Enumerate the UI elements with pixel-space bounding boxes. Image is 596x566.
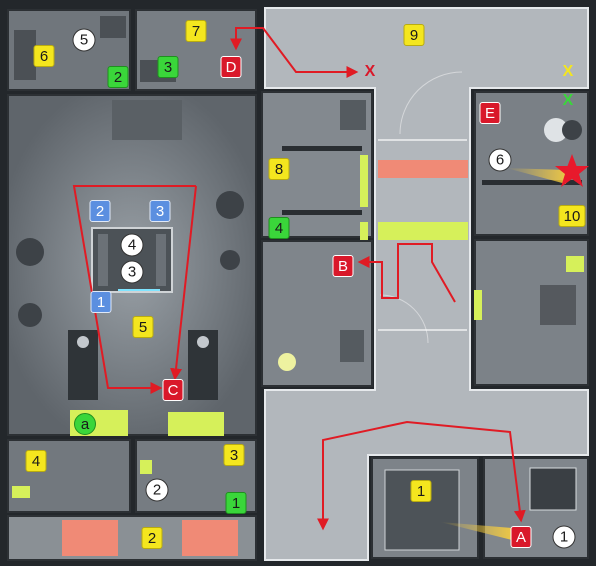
red-x-mark: X (364, 63, 376, 80)
red-marker-c: C (162, 379, 184, 401)
route-d (230, 27, 359, 78)
machine-light (197, 336, 209, 348)
reinforced-wall (140, 460, 152, 474)
reinforced-wall (566, 256, 584, 272)
yellow-marker-2: 2 (141, 527, 163, 549)
shelf (98, 234, 108, 286)
blue-marker-3: 3 (149, 200, 171, 222)
camera-beam (506, 168, 566, 184)
white-marker-1: 1 (552, 525, 576, 549)
bed (529, 467, 577, 511)
route-b (357, 243, 456, 303)
red-marker-d: D (220, 56, 242, 78)
red-marker-e: E (479, 102, 501, 124)
cylinder (562, 120, 582, 140)
reinforced-wall (474, 290, 482, 320)
cylinder (16, 238, 44, 266)
breach-wall (378, 160, 468, 178)
green-circle-marker-a: a (74, 413, 96, 435)
white-marker-5: 5 (72, 28, 96, 52)
furniture (340, 100, 366, 130)
reinforced-wall (360, 155, 368, 207)
yellow-marker-5: 5 (132, 316, 154, 338)
corridor-9 (264, 7, 589, 561)
yellow-marker-4: 4 (25, 450, 47, 472)
yellow-marker-3: 3 (223, 444, 245, 466)
console (112, 100, 182, 140)
furniture (340, 330, 364, 362)
cylinder (18, 303, 42, 327)
white-marker-3: 3 (120, 260, 144, 284)
shelf (156, 234, 166, 286)
counter (282, 210, 362, 215)
counter (482, 180, 582, 185)
breach-wall (182, 520, 238, 556)
white-marker-6: 6 (488, 148, 512, 172)
reinforced-wall (12, 486, 30, 498)
white-marker-4: 4 (120, 233, 144, 257)
reinforced-wall (168, 412, 224, 436)
cylinder (544, 118, 568, 142)
yellow-marker-6: 6 (33, 45, 55, 67)
red-marker-a: A (510, 526, 532, 548)
furniture (540, 285, 576, 325)
green-marker-1: 1 (225, 492, 247, 514)
route-c-right (170, 185, 197, 381)
furniture (100, 16, 126, 38)
lamp (278, 353, 296, 371)
star-icon (555, 154, 589, 187)
door-arc (399, 71, 463, 135)
yellow-x-mark: X (562, 63, 574, 80)
blue-marker-1: 1 (90, 291, 112, 313)
counter (282, 146, 362, 151)
yellow-marker-8: 8 (268, 158, 290, 180)
breach-wall (62, 520, 118, 556)
yellow-marker-10: 10 (558, 205, 586, 227)
green-marker-4: 4 (268, 217, 290, 239)
green-marker-3: 3 (157, 56, 179, 78)
white-marker-2: 2 (145, 478, 169, 502)
red-marker-b: B (332, 255, 354, 277)
machine-light (77, 336, 89, 348)
blue-marker-2: 2 (89, 200, 111, 222)
route-c-left (72, 185, 196, 394)
reinforced-wall (378, 222, 468, 240)
yellow-marker-1: 1 (410, 480, 432, 502)
cylinder (216, 191, 244, 219)
door-arc (379, 294, 429, 344)
cylinder (220, 250, 240, 270)
green-x-mark: X (562, 92, 574, 109)
reinforced-wall (360, 222, 368, 240)
yellow-marker-7: 7 (185, 20, 207, 42)
green-marker-2: 2 (107, 66, 129, 88)
furniture (14, 30, 36, 80)
yellow-marker-9: 9 (403, 24, 425, 46)
route-a (317, 420, 526, 531)
